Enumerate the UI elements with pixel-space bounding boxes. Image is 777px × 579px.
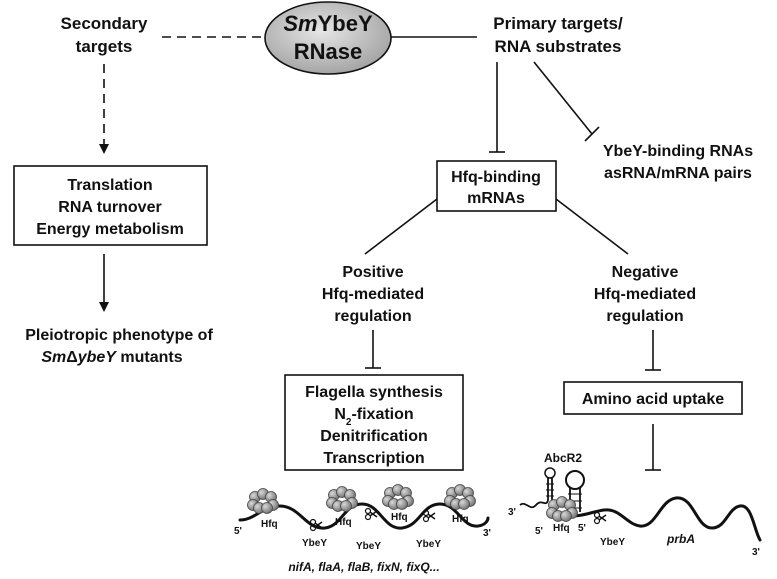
center-title-italic: Sm [283, 11, 317, 36]
right-five-prime-b: 5' [578, 523, 586, 534]
branch-negative [555, 198, 629, 255]
left-hfq-label-4: Hfq [452, 514, 469, 525]
left-gene-list: nifA, flaA, flaB, fixN, fixQ... [288, 560, 439, 574]
positive-line-1: Positive [342, 264, 403, 281]
primary-to-ybey-bar [584, 126, 600, 142]
flagella-line-1: Flagella synthesis [305, 384, 443, 401]
secondary-targets-label-2: targets [76, 37, 133, 56]
negative-line-1: Negative [612, 264, 679, 281]
phenotype-sm: Sm [41, 349, 66, 366]
left-ybey-label-2: YbeY [356, 541, 381, 552]
left-hfq-label-3: Hfq [391, 512, 408, 523]
flagella-line-3: Denitrification [320, 428, 428, 445]
hfq-complex-4 [444, 484, 476, 510]
n2-rest: -fixation [351, 406, 413, 423]
n2-sub: 2 [346, 417, 352, 428]
right-hfq-label: Hfq [553, 523, 570, 534]
hfq-complex-3 [382, 484, 414, 510]
svg-text:SmYbeY: SmYbeY [283, 11, 373, 36]
hfq-box-line-2: mRNAs [467, 190, 525, 207]
negative-line-3: regulation [606, 308, 683, 325]
flagella-line-4: Transcription [323, 450, 424, 467]
primary-to-ybey-line [533, 61, 593, 135]
phenotype-mutants: mutants [116, 349, 183, 366]
ybey-binding-line-2: asRNA/mRNA pairs [604, 165, 752, 182]
phenotype-line-2: SmΔybeY mutants [41, 349, 182, 366]
secondary-processes-box: Translation RNA turnover Energy metaboli… [13, 165, 208, 246]
n2-n: N [334, 406, 346, 423]
abcr2-label: AbcR2 [544, 451, 582, 465]
right-three-prime-left: 3' [508, 507, 516, 518]
mrna-hairpin-loop [565, 470, 585, 490]
negative-line-2: Hfq-mediated [594, 286, 696, 303]
positive-line-3: regulation [334, 308, 411, 325]
secondary-box-line-3: Energy metabolism [36, 221, 184, 238]
flagella-processes-box: Flagella synthesis N2-fixation Denitrifi… [284, 374, 464, 471]
left-three-prime: 3' [483, 528, 491, 539]
phenotype-line-1: Pleiotropic phenotype of [25, 327, 213, 344]
smybey-rnase-node: SmYbeY RNase [264, 1, 392, 75]
phenotype-ybey: ybeY [77, 349, 118, 366]
amino-acid-uptake-box: Amino acid uptake [563, 381, 743, 415]
right-srna-mrna-illustration: AbcR2 3' 5' Hfq 5' YbeY prbA 3' [508, 451, 762, 558]
left-mrna-strand [238, 502, 490, 530]
right-five-prime-a: 5' [535, 526, 543, 537]
left-ybey-label-1: YbeY [302, 538, 327, 549]
primary-targets-label-2: RNA substrates [495, 37, 622, 56]
right-ybey-label: YbeY [600, 537, 625, 548]
hfq-binding-box: Hfq-binding mRNAs [436, 160, 557, 212]
ybey-binding-line-1: YbeY-binding RNAs [603, 143, 753, 160]
left-hfq-label-1: Hfq [261, 519, 278, 530]
prba-mrna-strand [564, 496, 762, 542]
positive-line-2: Hfq-mediated [322, 286, 424, 303]
right-scissors-icon [593, 511, 607, 525]
hfq-box-line-1: Hfq-binding [451, 169, 541, 186]
left-hfq-label-2: Hfq [335, 517, 352, 528]
left-mrna-illustration: 5' 3' Hfq Hfq Hfq Hfq YbeY YbeY YbeY nif… [234, 484, 491, 574]
hfq-complex-2 [326, 486, 358, 512]
phenotype-delta: Δ [66, 349, 78, 366]
left-ybey-label-3: YbeY [416, 539, 441, 550]
abcr2-loop [544, 467, 556, 479]
flagella-line-2: N2-fixation [334, 406, 413, 428]
center-title: YbeY [318, 11, 373, 36]
right-three-prime-end: 3' [752, 547, 760, 558]
branch-positive [364, 198, 438, 255]
center-subtitle: RNase [294, 39, 362, 64]
primary-targets-label-1: Primary targets/ [493, 14, 623, 33]
prba-gene-label: prbA [666, 532, 695, 546]
hfq-complex-1 [247, 488, 279, 514]
secondary-box-line-2: RNA turnover [58, 199, 161, 216]
secondary-targets-label-1: Secondary [61, 14, 148, 33]
right-hfq-complex [546, 496, 578, 522]
secondary-box-line-1: Translation [67, 177, 152, 194]
left-five-prime: 5' [234, 526, 242, 537]
amino-acid-label: Amino acid uptake [582, 391, 724, 408]
